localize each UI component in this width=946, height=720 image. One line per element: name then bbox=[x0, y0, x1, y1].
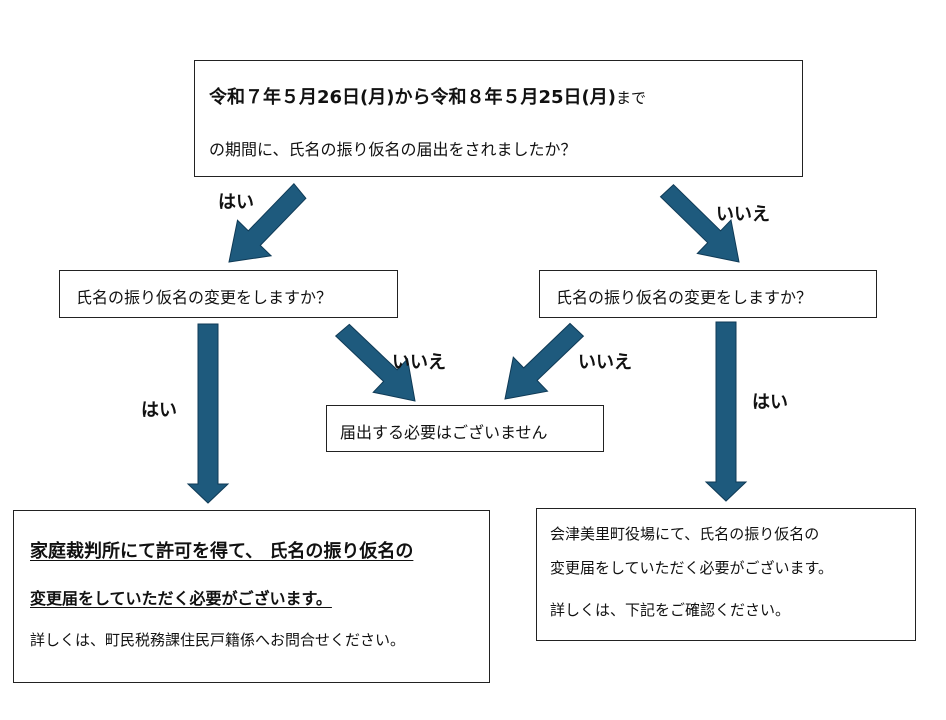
main-question-date-range: 令和７年５月26日(月)から令和８年５月25日(月) bbox=[209, 87, 617, 108]
court-result-contact: 詳しくは、町民税務課住民戸籍係へお問合せください。 bbox=[30, 631, 406, 649]
left-question-box: 氏名の振り仮名の変更をしますか？ bbox=[59, 270, 398, 318]
label-no-main: いいえ bbox=[716, 204, 770, 225]
no-need-box: 届出する必要はございません bbox=[326, 405, 604, 452]
office-result-box: 会津美里町役場にて、氏名の振り仮名の 変更届をしていただく必要がございます。 詳… bbox=[536, 508, 916, 641]
office-result-line1: 会津美里町役場にて、氏名の振り仮名の bbox=[550, 525, 820, 543]
office-result-line2: 変更届をしていただく必要がございます。 bbox=[550, 559, 834, 577]
arrow-main-to-left bbox=[228, 182, 307, 263]
court-result-box: 家庭裁判所にて許可を得て、 氏名の振り仮名の 変更届をしていただく必要がございま… bbox=[13, 510, 490, 683]
label-no-left: いいえ bbox=[392, 352, 446, 373]
label-yes-right: はい bbox=[752, 392, 788, 413]
arrow-right-to-office bbox=[704, 321, 748, 502]
right-question-box: 氏名の振り仮名の変更をしますか？ bbox=[539, 270, 877, 318]
arrow-main-to-right bbox=[659, 184, 740, 263]
arrow-right-to-noneed bbox=[504, 322, 585, 400]
main-question-line1: 令和７年５月26日(月)から令和８年５月25日(月)まで bbox=[209, 83, 646, 109]
court-result-line1: 家庭裁判所にて許可を得て、 氏名の振り仮名の bbox=[30, 541, 414, 562]
arrow-left-to-court bbox=[186, 323, 230, 504]
left-question-text: 氏名の振り仮名の変更をしますか？ bbox=[76, 288, 333, 307]
label-yes-left: はい bbox=[141, 400, 177, 421]
right-question-text: 氏名の振り仮名の変更をしますか？ bbox=[556, 288, 813, 307]
no-need-text: 届出する必要はございません bbox=[340, 423, 548, 442]
main-question-line2: の期間に、氏名の振り仮名の届出をされましたか？ bbox=[209, 140, 577, 159]
main-question-box: 令和７年５月26日(月)から令和８年５月25日(月)まで の期間に、氏名の振り仮… bbox=[194, 60, 803, 177]
main-question-tail: まで bbox=[616, 89, 647, 107]
label-no-right: いいえ bbox=[578, 352, 632, 373]
arrow-left-to-noneed bbox=[334, 323, 416, 402]
court-result-line2: 変更届をしていただく必要がございます。 bbox=[30, 589, 332, 608]
office-result-info: 詳しくは、下記をご確認ください。 bbox=[550, 601, 791, 619]
label-yes-main: はい bbox=[218, 192, 254, 213]
